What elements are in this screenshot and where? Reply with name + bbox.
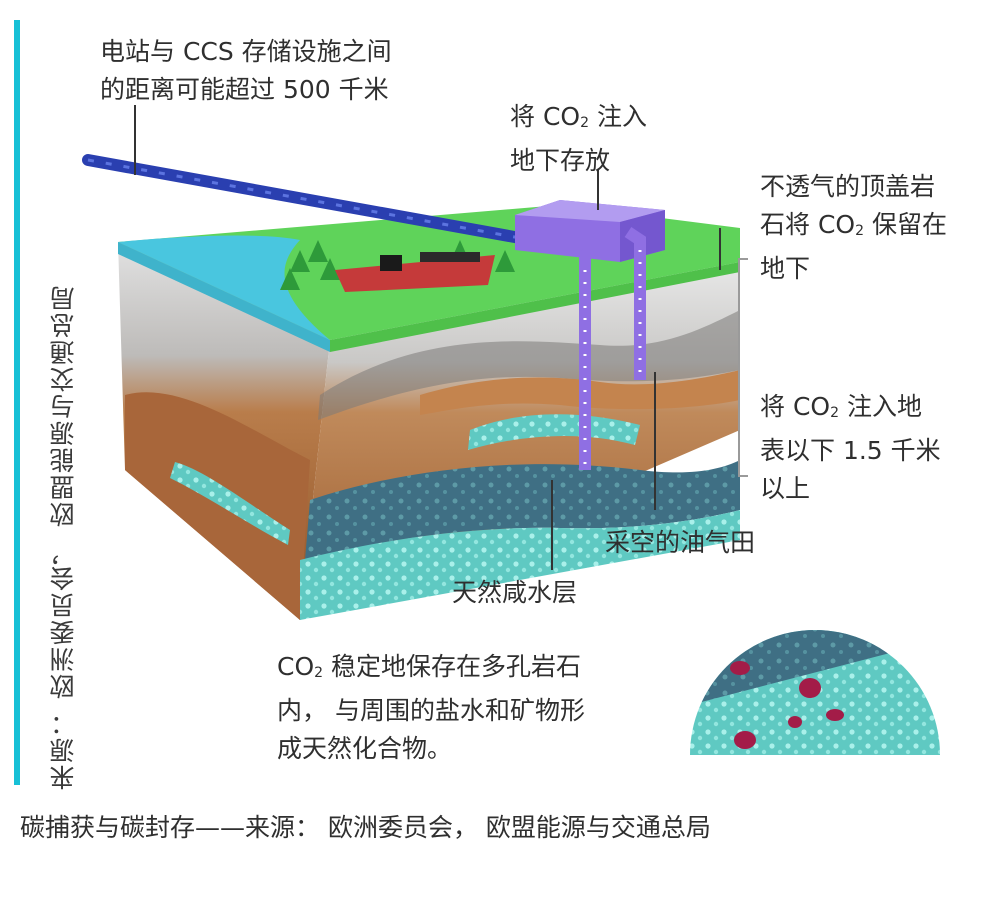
callout-lines [134, 105, 721, 570]
distance-label: 电站与 CCS 存储设施之间 的距离可能超过 500 千米 [100, 37, 392, 104]
earth-block-front-face [300, 262, 740, 620]
accent-bar [14, 20, 20, 785]
oil-gas-field-label: 采空的油气田 [605, 528, 756, 557]
depth-label: 将 CO2 注入地 表以下 1.5 千米 以上 [760, 392, 941, 503]
injection-facility [515, 200, 665, 262]
stable-storage-label: CO2 稳定地保存在多孔岩石 内， 与周围的盐水和矿物形 成天然化合物。 [277, 652, 585, 763]
injection-wells [579, 227, 646, 470]
figure-caption: 碳捕获与碳封存——来源： 欧洲委员会， 欧盟能源与交通总局 [20, 813, 711, 842]
saline-aquifer-label: 天然咸水层 [452, 578, 578, 607]
earth-block-left-face [118, 242, 330, 620]
caprock-label: 不透气的顶盖岩 石将 CO2 保留在 地下 [760, 172, 947, 283]
pore-detail-circle [690, 630, 940, 755]
inject-label: 将 CO2 注入 地下存放 [510, 102, 647, 175]
depth-bracket [738, 258, 748, 477]
ship [335, 252, 495, 292]
pipeline [82, 154, 526, 244]
